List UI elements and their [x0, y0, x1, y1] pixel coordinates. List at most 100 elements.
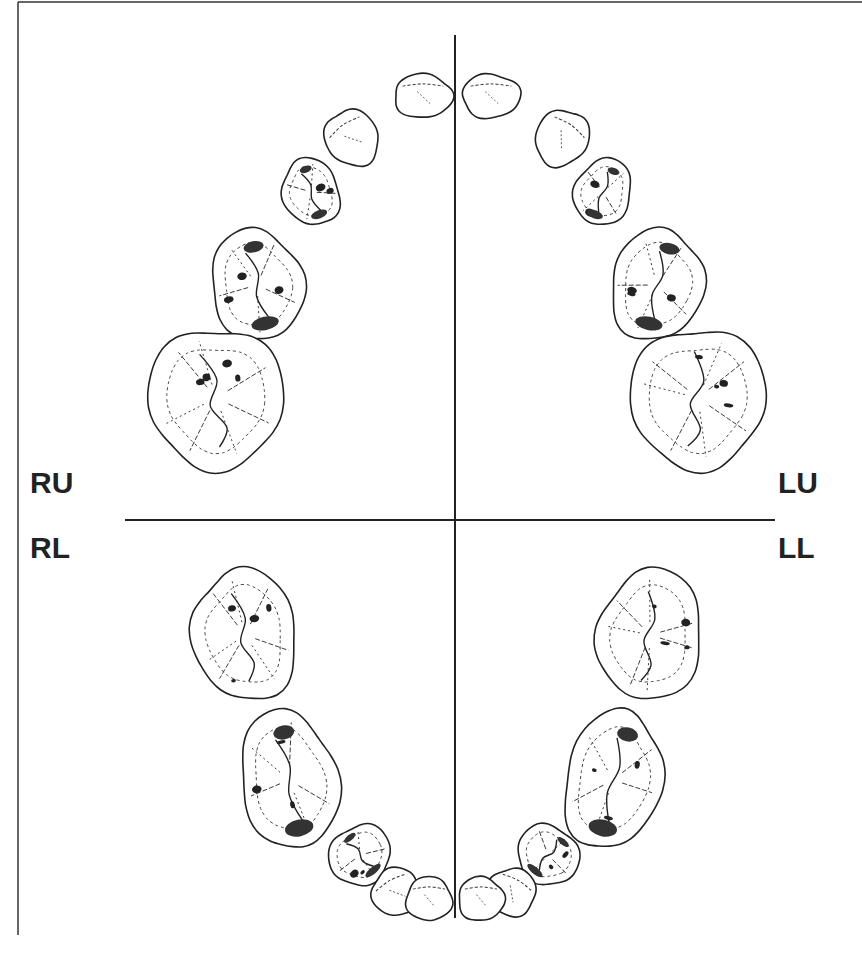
tooth-outline — [554, 699, 678, 857]
tooth-outline — [564, 149, 641, 233]
pit-mark — [349, 868, 360, 879]
pit-mark — [249, 614, 260, 622]
shaded-area — [556, 835, 571, 848]
tooth-outline — [602, 219, 717, 350]
groove-line — [179, 349, 208, 390]
tooth-crown — [554, 699, 678, 857]
tooth-outline — [406, 877, 453, 921]
incisal-edge — [403, 84, 444, 86]
pit-mark — [627, 291, 636, 297]
tooth-crown — [462, 74, 521, 119]
incisal-edge — [503, 872, 533, 891]
groove-line — [649, 362, 690, 390]
tooth-crown — [227, 699, 352, 856]
groove-line — [228, 399, 268, 428]
shaded-area — [243, 239, 265, 254]
shaded-area — [586, 208, 605, 221]
shaded-area — [343, 831, 358, 844]
tooth-crown — [406, 877, 453, 921]
occlusal-line — [125, 519, 775, 521]
pit-mark — [222, 359, 233, 368]
pit-mark — [660, 641, 670, 646]
shaded-area — [634, 314, 664, 333]
quadrant-label: LL — [778, 533, 815, 563]
groove-line — [251, 743, 280, 778]
pit-mark — [589, 179, 600, 189]
groove-line — [232, 580, 242, 623]
incisal-edge — [471, 84, 512, 86]
pit-mark — [634, 761, 641, 770]
frame-line — [17, 2, 19, 935]
tooth-crown — [271, 150, 347, 233]
groove-line — [287, 179, 306, 195]
pit-mark — [561, 850, 569, 859]
tooth-outline — [396, 73, 454, 117]
cusp-outline — [217, 236, 300, 331]
incisal-edge — [413, 887, 445, 889]
tooth-outline — [271, 150, 347, 233]
central-fissure — [346, 840, 373, 871]
tooth-crown — [139, 322, 294, 482]
shaded-area — [310, 208, 329, 221]
groove-line — [622, 745, 652, 778]
cusp-outline — [199, 580, 288, 689]
pit-mark — [681, 618, 691, 627]
groove-line — [602, 197, 620, 214]
groove-line — [643, 648, 653, 691]
tooth-crown — [587, 560, 710, 706]
tooth-crown — [202, 218, 317, 347]
pit-mark — [223, 296, 234, 304]
pit-mark — [315, 182, 327, 193]
pit-mark — [652, 604, 657, 608]
central-fissure — [276, 738, 303, 822]
central-fissure — [600, 738, 627, 822]
shaded-area — [250, 314, 280, 333]
surface-line — [552, 130, 571, 150]
incisal-edge — [465, 887, 497, 889]
central-fissure — [593, 172, 612, 212]
tooth-outline — [523, 99, 600, 178]
groove-line — [707, 406, 749, 431]
central-fissure — [646, 251, 669, 319]
central-fissure — [681, 352, 711, 448]
pit-mark — [592, 768, 597, 773]
tooth-crown — [602, 219, 717, 350]
groove-line — [630, 646, 645, 688]
pit-mark — [326, 187, 335, 195]
groove-line — [671, 408, 692, 452]
groove-line — [213, 591, 237, 628]
surface-line — [424, 895, 434, 907]
tooth-crown — [181, 560, 304, 707]
incisal-edge — [328, 114, 359, 137]
groove-line — [219, 288, 249, 296]
groove-line — [551, 860, 568, 875]
pit-mark — [684, 645, 690, 650]
pit-mark — [695, 355, 703, 360]
groove-line — [572, 780, 603, 808]
groove-line — [704, 342, 722, 387]
groove-line — [339, 858, 355, 872]
groove-line — [660, 618, 694, 636]
surface-line — [417, 92, 430, 104]
groove-line — [252, 643, 275, 682]
groove-line — [641, 383, 685, 394]
tooth-outline — [462, 74, 521, 119]
shaded-area — [272, 723, 296, 741]
shaded-area — [299, 164, 313, 175]
tooth-crown — [620, 321, 775, 481]
shaded-area — [658, 241, 680, 256]
groove-line — [606, 626, 640, 633]
groove-line — [246, 589, 272, 624]
quadrant-label: RU — [30, 468, 73, 498]
cusp-outline — [604, 580, 693, 687]
midline — [454, 35, 456, 918]
groove-line — [532, 830, 552, 849]
tooth-crown — [564, 149, 641, 233]
groove-line — [366, 842, 386, 861]
tooth-crown — [396, 73, 454, 117]
groove-line — [162, 404, 205, 424]
surface-line — [344, 130, 363, 150]
groove-line — [266, 284, 295, 308]
tooth-crown — [523, 99, 600, 178]
